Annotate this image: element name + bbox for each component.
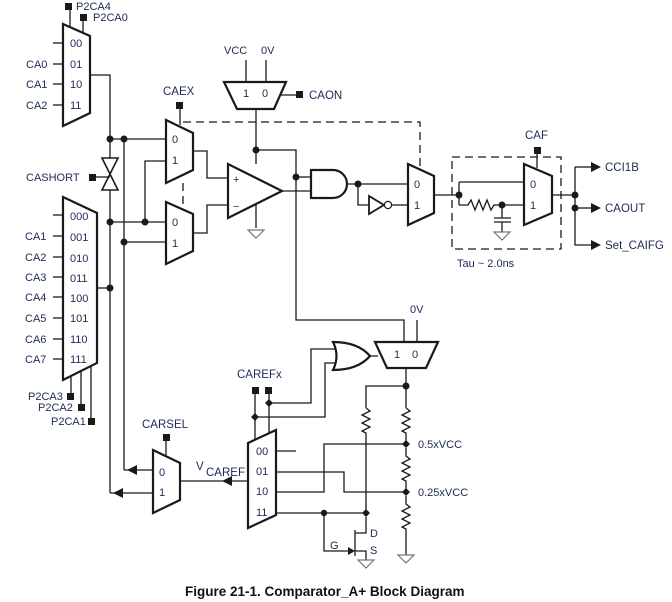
- cashort-terminal: [89, 174, 96, 181]
- carefx0-terminal: [265, 387, 272, 394]
- carsel-label: CARSEL: [142, 419, 189, 431]
- carsel-mux: 0 1 CARSEL: [110, 419, 189, 515]
- caon-supply-mux: VCC 0V 1 0 CAON: [222, 45, 342, 164]
- caon-label: CAON: [309, 90, 342, 102]
- svg-text:+: +: [233, 174, 239, 186]
- caf-terminal: [534, 147, 541, 154]
- output-caout: CAOUT: [605, 203, 645, 215]
- mux-bottom-code-001: 001: [70, 232, 88, 244]
- svg-text:11: 11: [256, 507, 267, 519]
- mux-bottom-code-101: 101: [70, 313, 88, 325]
- p2ca3-terminal: [67, 393, 74, 400]
- p2ca4-label: P2CA4: [76, 1, 111, 13]
- caex-terminal: [176, 102, 183, 109]
- caex-mux-upper: 0 1 CAEX: [163, 86, 195, 185]
- vcc-label: VCC: [224, 45, 247, 57]
- carsel-terminal: [163, 434, 170, 441]
- or-gate: [331, 340, 372, 372]
- svg-text:10: 10: [256, 486, 268, 498]
- vcaref-label: V: [196, 461, 204, 473]
- output-cci1b: CCI1B: [605, 162, 639, 174]
- fet-s-label: S: [370, 545, 377, 557]
- svg-text:0: 0: [530, 179, 536, 191]
- fet-d-label: D: [370, 528, 378, 540]
- comparator: + −: [226, 162, 285, 239]
- fet-g-label: G: [330, 540, 339, 552]
- tap-0-25vcc: 0.25xVCC: [418, 487, 468, 499]
- p2ca0-terminal: [80, 14, 87, 21]
- svg-text:1: 1: [172, 155, 178, 167]
- caf-label: CAF: [525, 130, 548, 142]
- svg-text:00: 00: [256, 446, 268, 458]
- caref-mux: 00 01 10 11: [246, 428, 296, 530]
- caon-terminal: [296, 91, 303, 98]
- output-signals: CCI1B CAOUT Set_CAIFG: [552, 162, 664, 252]
- mux-bottom-code-010: 010: [70, 253, 88, 265]
- input-mux-top: P2CA4 P2CA0 00 CA0 01 CA1 10 CA2 11: [26, 1, 128, 139]
- caex-label: CAEX: [163, 86, 195, 98]
- svg-text:0: 0: [414, 179, 420, 191]
- svg-text:1: 1: [530, 200, 536, 212]
- filter-block: 0 1 CAF Tau ~ 2.0ns: [451, 130, 562, 270]
- ca2b-label: CA2: [25, 252, 46, 264]
- mux-bottom-code-100: 100: [70, 293, 88, 305]
- svg-text:1: 1: [414, 200, 420, 212]
- svg-text:0: 0: [412, 349, 418, 361]
- ref-0v-label: 0V: [410, 304, 424, 316]
- tau-label: Tau ~ 2.0ns: [457, 258, 515, 270]
- ca4-label: CA4: [25, 292, 46, 304]
- ca3-label: CA3: [25, 272, 46, 284]
- 0v-label: 0V: [261, 45, 275, 57]
- p2ca1-label: P2CA1: [51, 416, 86, 428]
- carefx1-terminal: [252, 387, 259, 394]
- output-set-caifg: Set_CAIFG: [605, 240, 664, 252]
- cashort-label: CASHORT: [26, 172, 80, 184]
- resistor-divider: 0.5xVCC 0.25xVCC: [276, 368, 468, 564]
- ca2-label: CA2: [26, 100, 47, 112]
- p2ca0-label: P2CA0: [93, 12, 128, 24]
- reference-supply-mux: 0V 1 0: [373, 304, 440, 370]
- input-mux-bottom: 000 CA1 001 CA2 010 CA3 011 CA4 100 CA5 …: [25, 195, 110, 428]
- caex-mux-lower: 0 1: [164, 200, 195, 266]
- svg-text:1: 1: [172, 238, 178, 250]
- svg-text:0: 0: [172, 134, 178, 146]
- svg-text:0: 0: [159, 467, 165, 479]
- fet-switch: D G S: [276, 509, 378, 569]
- svg-text:0: 0: [262, 88, 268, 100]
- p2ca3-label: P2CA3: [28, 391, 63, 403]
- svg-text:1: 1: [159, 487, 165, 499]
- ca5-label: CA5: [25, 313, 46, 325]
- ca1b-label: CA1: [25, 231, 46, 243]
- tap-0-5vcc: 0.5xVCC: [418, 439, 462, 451]
- mux-bottom-code-000: 000: [70, 211, 88, 223]
- and-gate: [309, 168, 349, 200]
- figure-caption: Figure 21-1. Comparator_A+ Block Diagram: [185, 584, 464, 599]
- inverter: [368, 194, 393, 216]
- cashort-switch: CASHORT: [26, 139, 120, 493]
- svg-text:01: 01: [256, 466, 268, 478]
- ca0-label: CA0: [26, 59, 47, 71]
- ca6-label: CA6: [25, 334, 46, 346]
- mux-bottom-code-011: 011: [70, 273, 88, 285]
- mux-top-code-01: 01: [70, 59, 82, 71]
- vcaref-subscript: CAREF: [206, 467, 245, 479]
- mux-top-code-11: 11: [70, 100, 81, 112]
- p2ca2-terminal: [78, 404, 85, 411]
- mux-bottom-code-110: 110: [70, 334, 88, 346]
- carefx-label: CAREFx: [237, 369, 282, 381]
- mux-bottom-code-111: 111: [70, 354, 87, 366]
- mux-top-code-10: 10: [70, 79, 82, 91]
- svg-text:1: 1: [243, 88, 249, 100]
- output-polarity-mux: 0 1: [406, 162, 436, 227]
- svg-text:−: −: [233, 201, 239, 213]
- ca1-label: CA1: [26, 79, 47, 91]
- p2ca4-terminal: [65, 3, 72, 10]
- ca7-label: CA7: [25, 354, 46, 366]
- svg-text:0: 0: [172, 217, 178, 229]
- mux-top-code-00: 00: [70, 38, 82, 50]
- svg-text:1: 1: [394, 349, 400, 361]
- p2ca1-terminal: [88, 418, 95, 425]
- p2ca2-label: P2CA2: [38, 402, 73, 414]
